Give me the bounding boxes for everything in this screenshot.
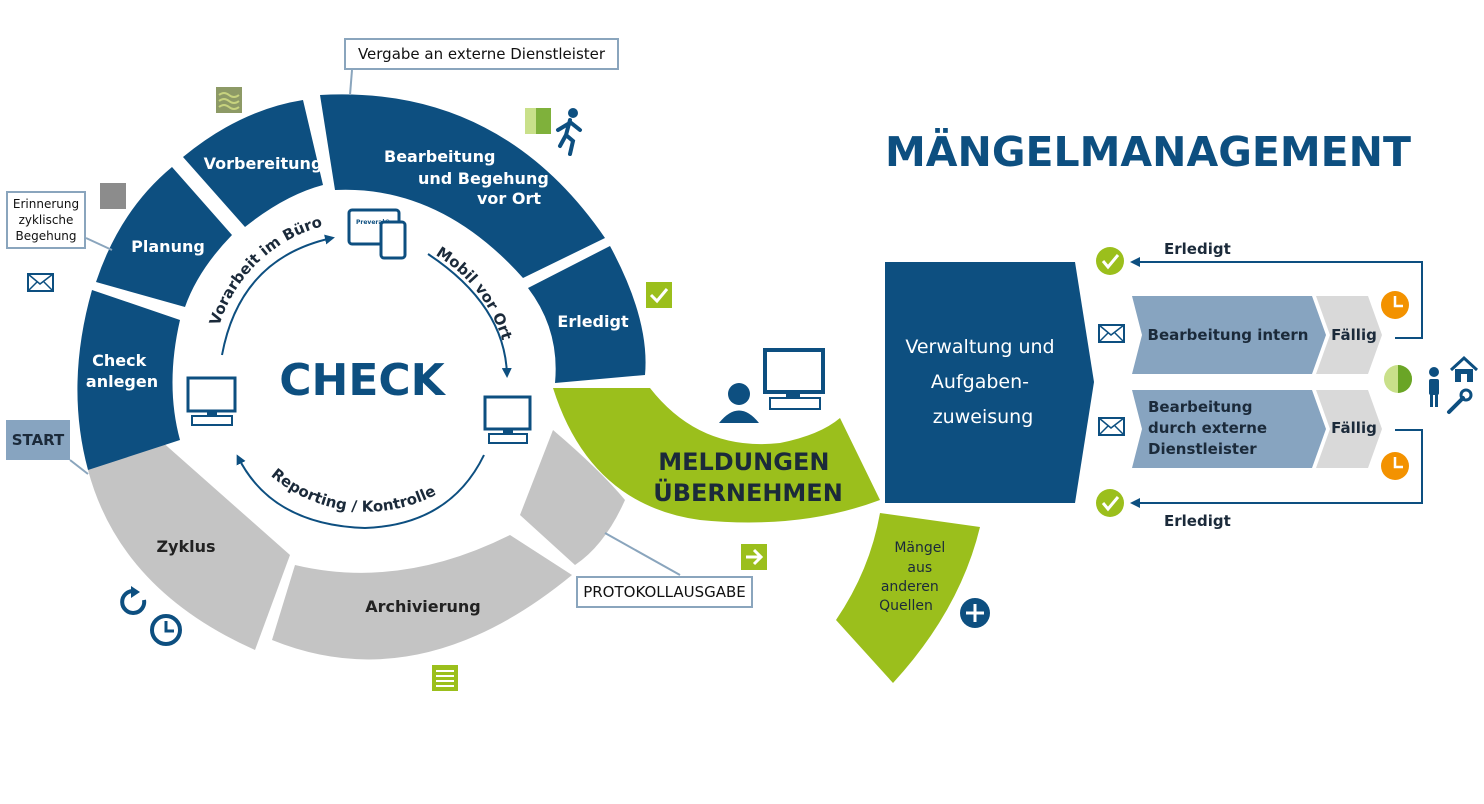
check-title: CHECK	[279, 355, 446, 406]
label-reporting: Reporting / Kontrolle	[268, 465, 439, 516]
label-planung: Planung	[131, 237, 205, 256]
arrow-office	[221, 234, 335, 356]
verwaltung-label: Verwaltung und Aufgaben- zuweisung	[905, 336, 1060, 428]
plus-circle-icon	[960, 598, 990, 628]
erinnerung-line-1: Erinnerung	[12, 197, 80, 211]
segment-check-anlegen[interactable]	[77, 290, 180, 470]
person-icon	[1429, 367, 1439, 407]
svg-text:Preveral®go: Preveral®go	[356, 219, 399, 226]
user-icon	[719, 383, 759, 423]
callout-protokoll: PROTOKOLLAUSGABE	[576, 576, 753, 608]
segment-archivierung[interactable]	[272, 535, 572, 660]
house-icon	[1449, 355, 1479, 382]
label-erledigt-cycle: Erledigt	[557, 312, 629, 331]
envelope-icon-left	[27, 273, 54, 292]
arrow-mobile	[427, 253, 512, 378]
verwaltung-box[interactable]	[885, 262, 1094, 503]
segment-zyklus[interactable]	[88, 440, 290, 650]
wrench-icon	[1447, 388, 1473, 414]
list-document-icon	[432, 665, 458, 691]
grey-square-icon	[100, 183, 126, 209]
envelope-icon-intern	[1098, 324, 1125, 343]
faellig-box-2[interactable]	[1316, 390, 1382, 468]
erinnerung-line-2: zyklische	[18, 213, 74, 227]
segment-protokoll-area	[520, 430, 625, 565]
computer-icon	[763, 348, 825, 410]
refresh-icon	[120, 586, 147, 615]
label-archivierung: Archivierung	[365, 597, 481, 616]
erinnerung-line-3: Begehung	[15, 229, 77, 243]
progress-pie-icon	[1384, 365, 1412, 393]
erledigt-return-bottom	[1130, 429, 1423, 508]
task-extern-box[interactable]	[1132, 390, 1326, 468]
meldungen-label: MELDUNGEN ÜBERNEHMEN	[653, 448, 843, 507]
envelope-icon-extern	[1098, 417, 1125, 436]
faellig-box-1[interactable]	[1316, 296, 1382, 374]
segment-erledigt[interactable]	[528, 246, 646, 383]
clock-icon	[150, 614, 182, 646]
label-check-anlegen: Check anlegen	[86, 351, 158, 391]
due-clock-icon-1	[1381, 291, 1409, 319]
progress-square-icon	[525, 108, 551, 134]
segment-vorbereitung[interactable]	[183, 100, 323, 227]
start-marker[interactable]: START	[6, 420, 70, 460]
task-intern-box[interactable]	[1132, 296, 1326, 374]
leader-erinnerung	[85, 237, 113, 251]
erledigt-return-top	[1130, 257, 1423, 339]
due-clock-icon-2	[1381, 452, 1409, 480]
page-title: MÄNGELMANAGEMENT	[885, 128, 1411, 176]
computer-left-icon	[186, 376, 237, 426]
faellig-label-2: Fällig	[1331, 419, 1377, 437]
label-mobile: Mobil vor Ort	[433, 243, 516, 342]
label-vorbereitung: Vorbereitung	[204, 154, 323, 173]
checkmark-box-icon	[646, 282, 672, 308]
tablet-phone-icon: Preveral®go	[347, 208, 407, 260]
leader-vergabe	[349, 69, 353, 96]
leader-protokoll	[604, 532, 681, 576]
erledigt-label-bottom: Erledigt	[1164, 512, 1231, 530]
other-sources-label: Mängel aus anderen Quellen	[879, 540, 950, 614]
check-circle-icon-bottom	[1096, 489, 1124, 517]
task-intern-label: Bearbeitung intern	[1148, 326, 1309, 344]
computer-right-icon	[483, 395, 532, 444]
label-zyklus: Zyklus	[156, 537, 215, 556]
faellig-label-1: Fällig	[1331, 326, 1377, 344]
arrow-reporting	[236, 454, 485, 530]
document-stack-icon	[216, 87, 242, 113]
segment-planung[interactable]	[96, 167, 232, 307]
callout-vergabe: Vergabe an externe Dienstleister	[344, 38, 619, 70]
meldungen-shape[interactable]	[553, 388, 880, 523]
other-sources-shape[interactable]	[836, 513, 980, 683]
callout-erinnerung: Erinnerung zyklische Begehung	[6, 191, 86, 249]
check-circle-icon-top	[1096, 247, 1124, 275]
erledigt-label-top: Erledigt	[1164, 240, 1231, 258]
arrow-right-box-icon	[741, 544, 767, 570]
segment-bearbeitung[interactable]	[320, 94, 605, 278]
walking-person-icon	[556, 108, 582, 156]
task-extern-label: Bearbeitung durch externe Dienstleister	[1148, 398, 1272, 458]
leader-start	[69, 459, 89, 475]
label-bearbeitung: Bearbeitung und Begehung vor Ort	[384, 147, 554, 208]
